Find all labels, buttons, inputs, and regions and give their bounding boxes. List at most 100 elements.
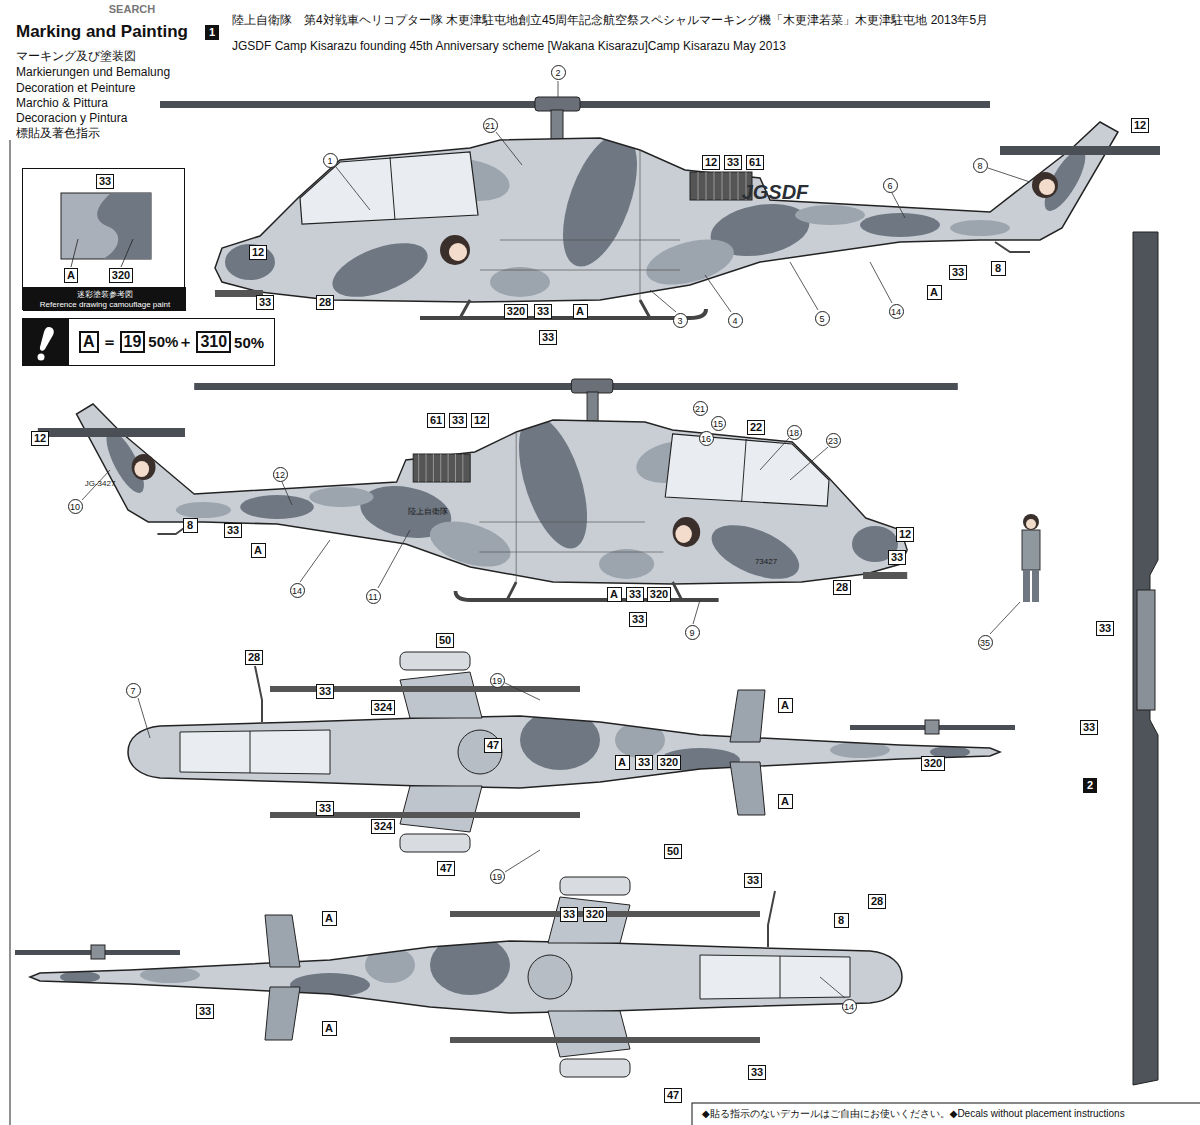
paint-code: 50 [436,633,454,648]
paint-code: 47 [437,861,455,876]
caption-text: Decoration et Peinture [16,82,135,96]
leader-line [121,239,133,267]
paint-code: 320 [583,907,607,922]
callout-number: 21 [693,401,708,416]
drawing-rect [1032,570,1039,602]
pilot-figure [1022,514,1040,602]
paint-code: 33 [626,587,644,602]
paint-code: 33 [629,612,647,627]
drawing-line [138,698,150,738]
callout-number: 3 [673,313,688,328]
drawing-rect [1022,530,1040,570]
paint-code: A [573,304,588,319]
paint-code: 28 [868,894,886,909]
callout-number: 21 [483,118,498,133]
decal-text: 陸上自衛隊 [408,507,448,516]
paint-code: 47 [664,1088,682,1103]
note-frame [692,1103,1200,1125]
paint-code: 33 [744,873,762,888]
paint-code: 310 [196,331,231,353]
drawing-circle [1023,514,1039,530]
drawing-line [790,447,828,480]
callout-number: 4 [728,313,743,328]
callout-number: 14 [889,304,904,319]
callout-number: 2 [551,65,566,80]
callout-number: 11 [366,589,381,604]
callout-number: 1 [323,153,338,168]
paint-code: 33 [316,801,334,816]
paint-code: 33 [449,413,467,428]
paint-code: 33 [635,755,653,770]
callout-number: 6 [883,178,898,193]
note-icon [23,319,69,365]
drawing-line [990,602,1020,634]
drawing-line [378,530,410,588]
paint-code: 19 [120,331,146,353]
drawing-line [760,438,789,470]
paint-code: A [251,543,266,558]
paint-code: 324 [371,700,395,715]
callout-number: 10 [68,499,83,514]
paint-code: 28 [316,295,334,310]
caption-text: Decoracion y Pintura [16,112,127,126]
side-view-right [38,379,958,600]
paint-code: A [64,268,78,283]
formula-text: 50%＋ [148,333,193,352]
header-number: 2 [1083,778,1097,793]
paint-code: A [607,587,622,602]
paint-code: 12 [1131,118,1149,133]
drawing-line [820,977,845,998]
paint-code: 33 [949,265,967,280]
camo-swatch [61,193,151,259]
rotor-blade [1133,232,1158,1085]
decal-text: JGSDF [742,181,809,204]
callout-number: 12 [273,467,288,482]
callout-number: 15 [711,416,726,431]
decal-text: 73427 [755,557,777,566]
paint-code: 33 [888,550,906,565]
paint-code: 320 [109,268,133,283]
paint-code: 50 [664,844,682,859]
paint-code: 320 [647,587,671,602]
paint-code: 33 [196,1004,214,1019]
callout-number: 16 [699,431,714,446]
drawing-line [300,540,330,582]
callout-number: 14 [290,583,305,598]
paint-code: A [79,331,99,353]
paint-code: 61 [427,413,445,428]
page-border [10,140,11,1125]
panel-caption: Reference drawing camouflage paint [40,301,170,310]
caption-text: Markierungen und Bemalung [16,66,170,80]
drawing-line [282,482,292,505]
paint-code: 320 [504,304,528,319]
drawing-line [892,193,905,218]
drawing-circle [1026,519,1036,529]
caption-text: 標貼及著色指示 [16,127,100,141]
callout-number: 18 [787,425,802,440]
note-icon [23,319,71,367]
paint-code: A [778,698,793,713]
rotor-hub [1137,590,1155,710]
paint-code: 33 [724,155,742,170]
note-icon [38,354,45,361]
drawing-line [558,81,559,97]
paint-code: 22 [747,420,765,435]
drawing-line [650,290,676,312]
paint-code: 33 [96,174,114,189]
leader-lines [82,81,1030,998]
callout-number: 19 [490,869,505,884]
paint-code: 47 [484,738,502,753]
paint-code: 33 [748,1065,766,1080]
paint-code: 12 [896,527,914,542]
callout-number: 35 [978,635,993,650]
paint-code: 33 [539,330,557,345]
caption-band [23,287,186,311]
drawing-line [790,262,818,310]
paint-code: 324 [371,819,395,834]
drawing-line [496,132,522,165]
paint-code: 33 [1080,720,1098,735]
reference-panel: 33A320迷彩塗装参考図Reference drawing camouflag… [22,168,185,310]
leader-line [71,239,78,267]
drawing-line [693,600,700,624]
paint-code: 33 [224,523,242,538]
